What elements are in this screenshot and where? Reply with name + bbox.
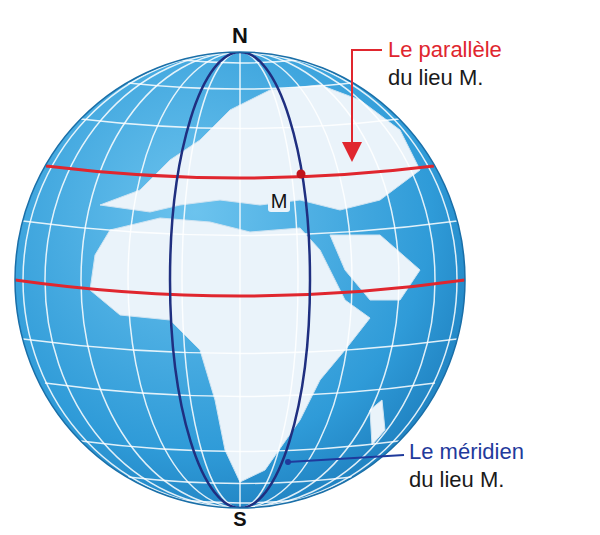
- callout-text: du lieu M.: [388, 66, 483, 90]
- globe-outline: [15, 52, 465, 508]
- pole-label: S: [233, 508, 246, 530]
- globe-sea: [15, 52, 465, 508]
- leader-dot: [285, 459, 291, 465]
- meridian-line: [170, 52, 310, 508]
- leader-line: [288, 455, 404, 462]
- equator-line: [15, 280, 465, 296]
- parallel-line: [46, 166, 434, 178]
- callout-title: Le méridien: [409, 440, 524, 464]
- point-m: [297, 170, 306, 179]
- continents: [90, 85, 420, 482]
- leader-line: [352, 50, 382, 152]
- grid-lines: [23, 52, 457, 508]
- callout-text: du lieu M.: [409, 468, 504, 492]
- pole-label: N: [232, 24, 248, 48]
- callout-title: Le parallèle: [388, 38, 502, 62]
- reference-lines: [15, 52, 465, 508]
- point-label: M: [268, 190, 291, 212]
